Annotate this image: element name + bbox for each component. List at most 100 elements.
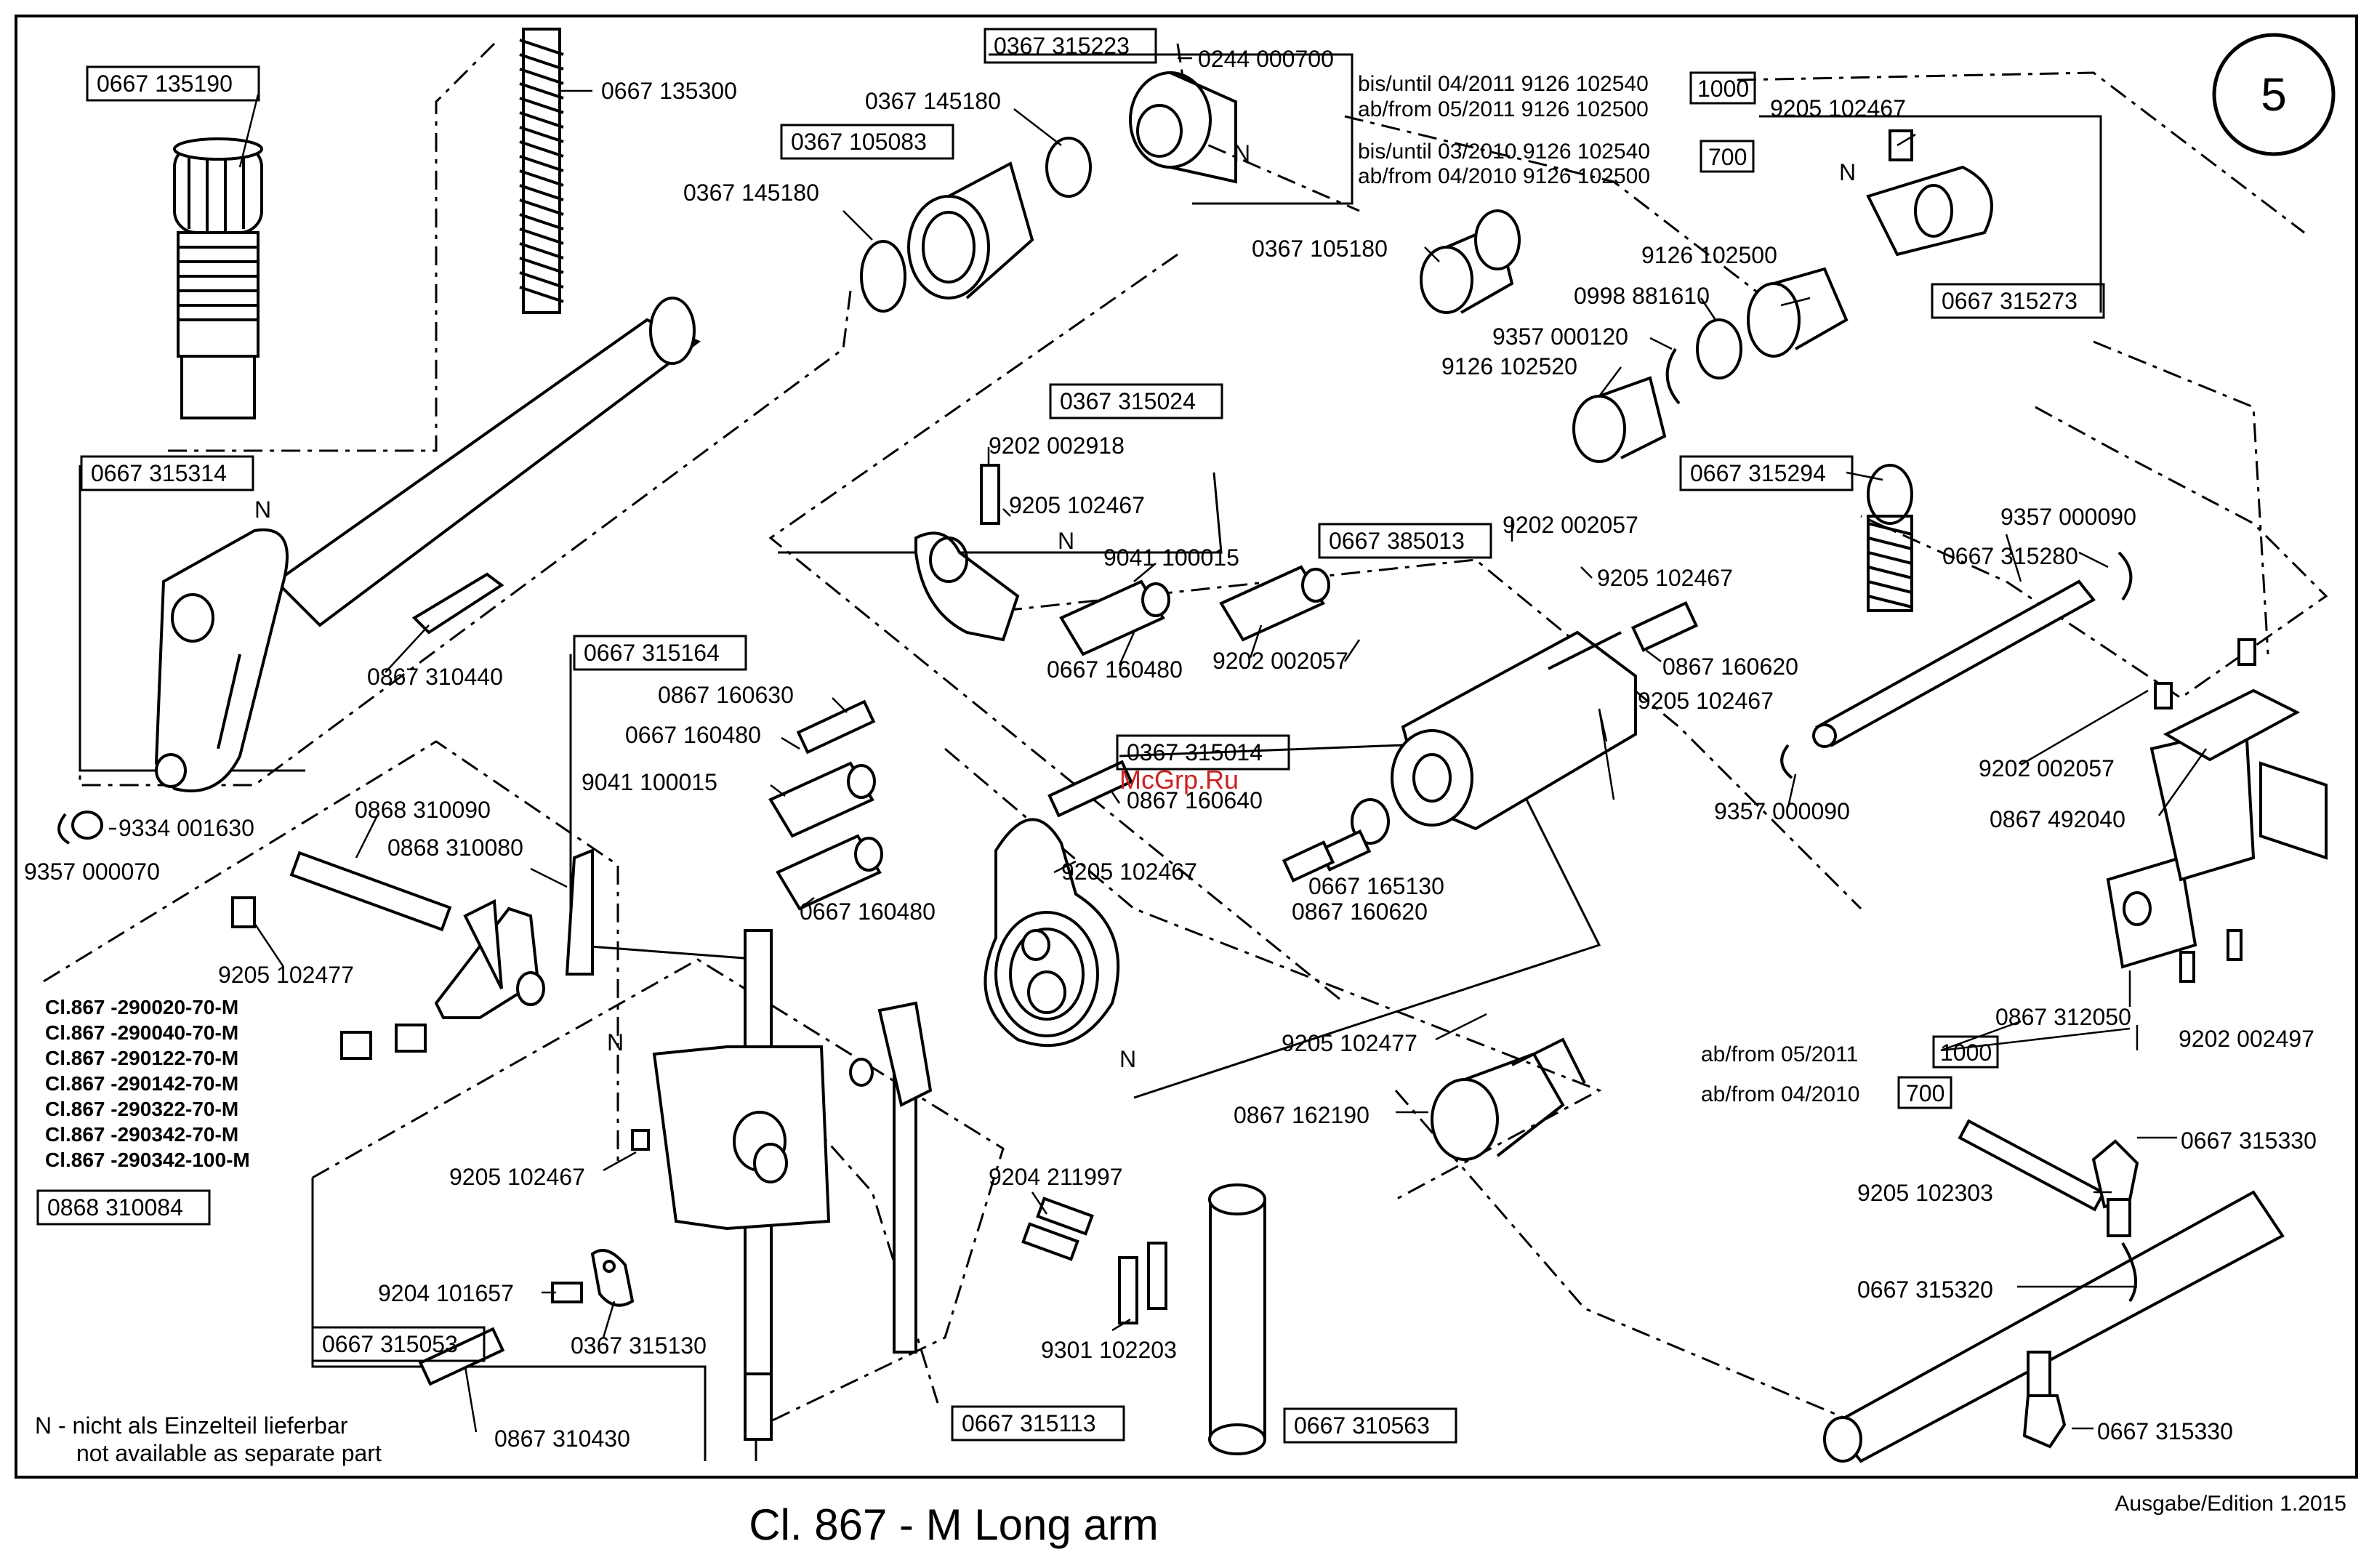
part-label: 0998 881610: [1574, 283, 1710, 309]
connector-0667-160480-c: [768, 761, 876, 838]
screw-9204-211997-a: [1021, 1222, 1079, 1261]
washer-0998: [1696, 318, 1742, 379]
compression-spring: [519, 28, 564, 314]
clamp-0667-315273: [1866, 129, 1993, 257]
boxed-part-label: 0667 315053: [322, 1331, 458, 1357]
part-label: 9205 102467: [1597, 565, 1733, 591]
pin-0867-310430: [418, 1327, 505, 1386]
class-list-item: Cl.867 -290322-70-M: [45, 1098, 238, 1120]
part-label: 0667 315280: [1942, 543, 2078, 569]
part-label: 0667 315330: [2181, 1127, 2317, 1154]
bracket-0868-310080: [434, 848, 594, 1019]
pin-9301-102203-a: [1118, 1256, 1138, 1324]
pin-0867-160620-a: [1630, 601, 1699, 652]
setscrew-9205-102477-a: [231, 896, 256, 928]
bushing-9126-102520: [1572, 376, 1667, 463]
pin-9301-102203-b: [1147, 1242, 1167, 1310]
pin-0867-160640: [1047, 760, 1133, 818]
class-list-item: Cl.867 -290342-100-M: [45, 1149, 250, 1171]
part-label: 0667 160480: [1047, 656, 1183, 683]
part-label: 9205 102467: [1638, 688, 1774, 714]
n-marker: N: [1058, 528, 1074, 554]
part-label: 9205 102467: [1061, 859, 1197, 885]
part-label: 0867 162190: [1234, 1102, 1369, 1128]
part-label: 0867 160620: [1292, 898, 1428, 925]
part-label: 0867 310430: [494, 1426, 630, 1452]
shaft-0667-315320: [1823, 1190, 2285, 1463]
n-marker: N: [1839, 159, 1856, 185]
boxed-part-label: 0667 315294: [1690, 460, 1826, 486]
part-label: 9041 100015: [1103, 544, 1239, 571]
boxed-part-label: 0367 315014: [1127, 739, 1263, 765]
cylinder-0867-162190: [1431, 1037, 1586, 1161]
class-list-item: Cl.867 -290122-70-M: [45, 1047, 238, 1069]
part-label: 9205 102477: [1282, 1030, 1417, 1056]
part-label: 0667 315330: [2097, 1418, 2233, 1444]
part-label: 9126 102500: [1641, 242, 1777, 268]
part-label: 9204 101657: [378, 1280, 514, 1306]
version-box-1000: 1000: [1940, 1040, 1992, 1066]
parts-art: [57, 28, 2328, 1463]
version-box-700: 700: [1708, 144, 1747, 170]
connector-0667-160480-b: [1219, 565, 1330, 642]
boxed-part-label: 0667 385013: [1329, 528, 1465, 554]
eclip-9357-090-b: [1780, 744, 1793, 779]
version-notes: bis/until 04/2011 9126 102540 ab/from 05…: [1358, 72, 1859, 1106]
part-label: 0867 310440: [367, 664, 503, 690]
part-label: 9205 102467: [1009, 492, 1145, 518]
class-list-item: Cl.867 -290020-70-M: [45, 996, 238, 1018]
part-label: 9202 002057: [1212, 648, 1348, 674]
part-label: 0367 315130: [571, 1332, 707, 1359]
version-note: ab/from 04/2010: [1701, 1082, 1859, 1106]
boxed-part-label: 0667 135190: [97, 71, 233, 97]
version-note: bis/until 04/2011 9126 102540: [1358, 72, 1649, 96]
part-label: 0867 492040: [1990, 806, 2125, 832]
part-label: 9126 102520: [1441, 353, 1577, 379]
edition-text: Ausgabe/Edition 1.2015: [2115, 1492, 2346, 1516]
part-label: 0367 145180: [865, 88, 1001, 114]
version-note: ab/from 05/2011 9126 102500: [1358, 97, 1649, 121]
part-label: 0667 135300: [601, 78, 737, 104]
part-label: 0867 160630: [658, 682, 794, 708]
boxed-part-label: 0868 310084: [47, 1194, 183, 1221]
boxed-part-label: 0667 315273: [1942, 288, 2078, 314]
part-label: 0244 000700: [1198, 46, 1334, 72]
plate-0367-315130: [590, 1249, 635, 1307]
part-label: 9357 000070: [24, 859, 160, 885]
ring-0367-145180-b: [1045, 137, 1092, 198]
boxed-part-label: 0667 310563: [1294, 1412, 1430, 1439]
part-label: 0868 310080: [387, 835, 523, 861]
part-label: 9202 002057: [1503, 512, 1638, 538]
boxed-label-text: 0667 135190 0367 315223 0367 105083 0667…: [47, 33, 2078, 1439]
part-label: 9041 100015: [582, 769, 717, 795]
part-label: 9202 002057: [1979, 755, 2115, 781]
part-labels: 0667 135300 0244 000700 0367 145180 0367…: [24, 46, 2317, 1452]
boxed-part-label: 0667 315113: [962, 1410, 1095, 1436]
screw-9205-102467-l: [631, 1129, 650, 1151]
version-note: bis/until 03/2010 9126 102540: [1358, 140, 1650, 164]
eclip-9357-070: [57, 813, 71, 845]
part-label: 0667 160480: [800, 898, 936, 925]
collar-0367-315024: [914, 531, 1020, 642]
setscrew-9205-102477-c: [395, 1024, 427, 1053]
part-label: 9204 211997: [989, 1164, 1122, 1190]
part-label: 9202 002497: [2179, 1026, 2314, 1052]
screw-9205-102303: [1958, 1119, 2106, 1212]
screw-9202-002497-b: [2227, 929, 2243, 961]
sleeve-0367-105083: [907, 161, 1034, 299]
boxed-part-label: 0367 315223: [994, 33, 1130, 59]
part-label: 0867 160620: [1662, 654, 1798, 680]
lower-assembly: [652, 929, 831, 1441]
class-list-item: Cl.867 -290040-70-M: [45, 1021, 238, 1044]
class-list-item: Cl.867 -290142-70-M: [45, 1072, 238, 1095]
page-title: Cl. 867 - M Long arm: [749, 1500, 1159, 1549]
knob-part: [173, 137, 263, 419]
screw-9204-101657: [551, 1282, 583, 1303]
connector-0667-160480-d: [776, 834, 883, 911]
watermark: McGrp.Ru: [1119, 765, 1239, 795]
n-marker: N: [254, 496, 271, 523]
part-label: 9205 102477: [218, 962, 354, 988]
n-markers: N N N N N N: [254, 140, 1856, 1072]
eclip-9357-090-a: [2117, 551, 2133, 601]
part-label: 0868 310090: [355, 797, 491, 823]
